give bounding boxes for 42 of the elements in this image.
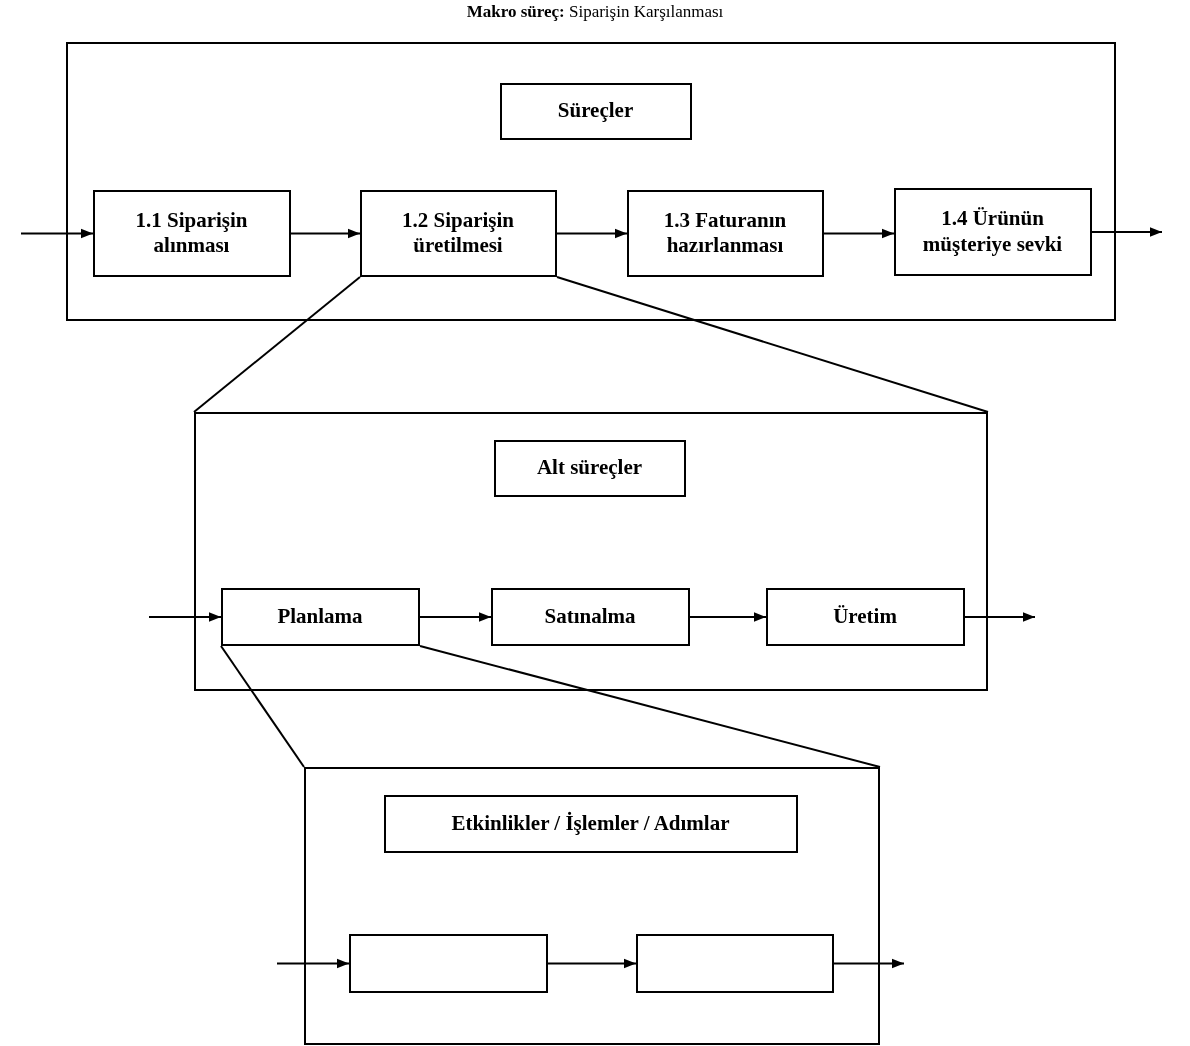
connector-line <box>220 645 305 768</box>
arrow <box>964 612 1036 622</box>
process-box <box>490 587 690 646</box>
box-label: Alt süreçler <box>535 455 644 481</box>
process-box <box>499 82 692 140</box>
box-label: 1.4 Ürünün müşteriye sevki <box>921 206 1064 257</box>
box-label: Satınalma <box>543 603 637 630</box>
process-box <box>220 587 420 646</box>
arrow <box>20 228 94 239</box>
box-label: Etkinlikler / İşlemler / Adımlar <box>450 810 731 837</box>
box-label: 1.3 Faturanın hazırlanması <box>662 207 788 259</box>
arrow <box>556 228 628 239</box>
arrow <box>419 612 492 622</box>
arrow <box>823 228 895 239</box>
process-panel <box>194 412 988 691</box>
process-box <box>359 189 557 277</box>
box-label: 1.2 Siparişin üretilmesi <box>400 207 515 259</box>
arrow <box>689 612 767 622</box>
process-box <box>635 933 834 993</box>
connector-line <box>193 276 361 413</box>
process-box <box>626 189 824 277</box>
process-panel <box>304 767 880 1045</box>
process-box <box>765 587 965 646</box>
box-label: Planlama <box>276 603 364 630</box>
arrow <box>833 958 905 969</box>
box-label: Süreçler <box>556 98 635 124</box>
connector-line <box>556 276 989 413</box>
connector-line <box>419 645 881 768</box>
arrow <box>547 958 637 969</box>
process-box <box>493 439 686 497</box>
arrow <box>148 612 222 622</box>
arrow <box>1091 227 1163 237</box>
process-box <box>383 794 798 853</box>
process-panel <box>66 42 1116 321</box>
process-box <box>893 187 1092 276</box>
process-box <box>348 933 548 993</box>
arrow <box>290 228 361 239</box>
box-label: 1.1 Siparişin alınması <box>134 207 249 259</box>
process-box <box>92 189 291 277</box>
box-label: Üretim <box>832 603 898 630</box>
diagram-title: Makro süreç: Siparişin Karşılanması <box>465 2 725 22</box>
arrow <box>276 958 350 969</box>
